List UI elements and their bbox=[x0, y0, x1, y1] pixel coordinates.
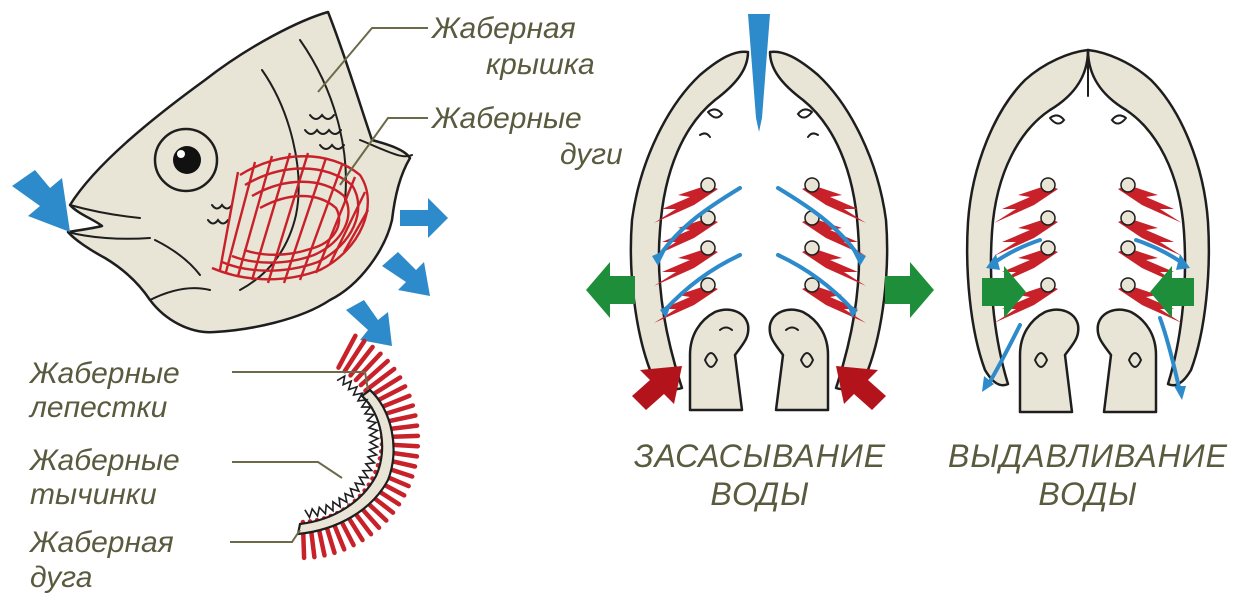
caption-expulsion-line2: ВОДЫ bbox=[1038, 476, 1137, 512]
water-out-arrow-2 bbox=[382, 252, 430, 296]
intake-green-arrow-left bbox=[586, 262, 635, 318]
intake-gill-arches bbox=[654, 178, 866, 323]
expulsion-gill-arches bbox=[994, 178, 1182, 323]
label-gill-arches-line1: Жаберные bbox=[430, 102, 582, 135]
label-gill-rakers-line1: Жаберные bbox=[28, 444, 180, 477]
caption-expulsion-line1: ВЫДАВЛИВАНИЕ bbox=[948, 438, 1228, 474]
label-gill-arches-line2: дуги bbox=[560, 138, 623, 171]
intake-water-in-arrow bbox=[748, 14, 770, 132]
expulsion-diagram bbox=[967, 50, 1209, 412]
label-operculum-line1: Жаберная bbox=[430, 12, 576, 45]
intake-red-arrow-left bbox=[632, 366, 682, 410]
intake-left-pillar bbox=[690, 310, 748, 410]
fish-eye-pupil bbox=[173, 146, 201, 174]
intake-red-arrow-right bbox=[836, 366, 886, 410]
label-gill-rakers-line2: тычинки bbox=[30, 478, 157, 511]
expulsion-right-pillar bbox=[1098, 310, 1156, 412]
intake-right-pillar bbox=[770, 310, 828, 410]
water-in-arrow bbox=[12, 170, 70, 232]
label-gill-filaments-line1: Жаберные bbox=[28, 357, 180, 390]
label-gill-arch-line1: Жаберная bbox=[28, 526, 174, 559]
fish-head-illustration bbox=[68, 12, 412, 332]
intake-green-arrow-right bbox=[885, 262, 934, 318]
caption-intake-line1: ЗАСАСЫВАНИЕ bbox=[634, 438, 886, 474]
label-gill-arch-line2: дуга bbox=[30, 561, 92, 594]
expulsion-bone-detail bbox=[1050, 115, 1126, 123]
gill-filament bbox=[339, 336, 356, 368]
fish-eye-highlight bbox=[177, 150, 185, 158]
gill-arch-detail bbox=[298, 336, 418, 558]
label-operculum-line2: крышка bbox=[486, 48, 595, 81]
expulsion-left-pillar bbox=[1020, 310, 1078, 412]
fish-head-outline bbox=[68, 12, 410, 332]
caption-intake-line2: ВОДЫ bbox=[710, 476, 809, 512]
intake-diagram bbox=[586, 14, 934, 410]
label-gill-filaments-line2: лепестки bbox=[28, 391, 168, 424]
water-out-arrow-1 bbox=[400, 198, 448, 238]
mechanism-captions: ЗАСАСЫВАНИЕ ВОДЫ ВЫДАВЛИВАНИЕ ВОДЫ bbox=[634, 438, 1228, 512]
